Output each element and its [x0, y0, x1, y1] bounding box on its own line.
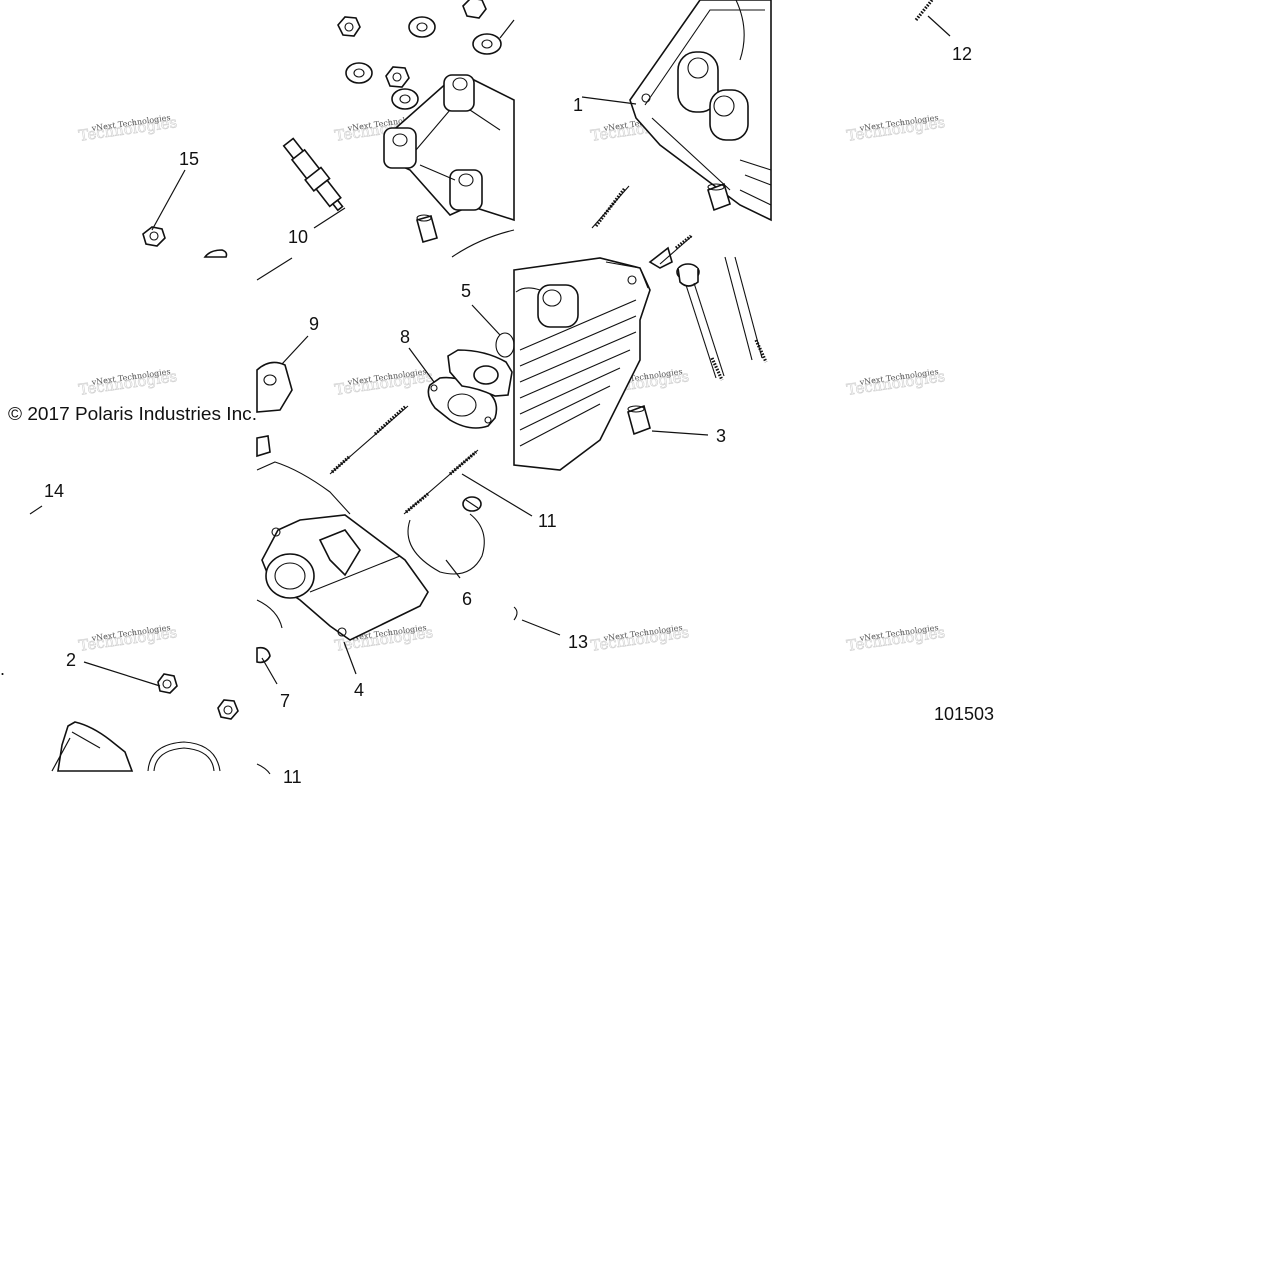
bolt-icon: [676, 263, 725, 381]
stud-icon: [403, 449, 479, 515]
cylinder-head-icon: [513, 257, 651, 471]
figure-number: 101503: [934, 704, 994, 724]
valve-cover-icon: [629, 0, 772, 222]
leader-lines: [51, 15, 951, 772]
nut-icon: [462, 0, 487, 19]
intake-manifold-icon: [261, 514, 429, 641]
nut-icon: [337, 16, 361, 37]
nut-icon: [142, 226, 166, 247]
callout-8: 8: [400, 327, 410, 347]
spark-plug-icon: [282, 137, 344, 212]
callout-6: 6: [462, 589, 472, 609]
washer-icon: [472, 33, 502, 55]
thermostat-housing-icon: [256, 361, 293, 413]
line-fragment: [256, 763, 271, 775]
nut-icon: [385, 66, 410, 88]
callout-9: 9: [309, 314, 319, 334]
washer-icon: [408, 16, 436, 38]
washer-icon: [203, 249, 228, 258]
washer-icon: [256, 646, 271, 664]
o-ring-icon: [495, 332, 515, 358]
dowel-pin-icon: [416, 214, 438, 243]
nut-icon: [217, 699, 239, 720]
gasket-edge: [451, 229, 515, 258]
bolt-icon: [914, 0, 934, 21]
copyright-notice: © 2017 Polaris Industries Inc.: [8, 404, 257, 424]
stud-icon: [329, 404, 409, 475]
callout-5: 5: [461, 281, 471, 301]
callout-11: 11: [538, 511, 557, 531]
callout-15: 15: [179, 149, 199, 169]
line-fragment: [256, 257, 293, 281]
edge-fragment: .: [0, 659, 5, 679]
dowel-pin-icon: [256, 435, 271, 458]
stud-icon: [591, 185, 630, 229]
callout-7: 7: [280, 691, 290, 711]
callout-12: 12: [952, 44, 972, 64]
callout-10: 10: [288, 227, 308, 247]
washer-icon: [391, 88, 419, 110]
washer-icon: [345, 62, 373, 84]
rocker-support-icon: [383, 74, 515, 222]
thermostat-cover-icon: [57, 721, 134, 772]
o-ring-icon: [147, 741, 221, 772]
exhaust-flange-icon: [447, 349, 513, 397]
o-ring-icon: [256, 599, 283, 629]
bolt-icon: [724, 256, 768, 363]
gasket-edge: [256, 461, 351, 515]
callout-11-partial: 11: [283, 767, 302, 787]
callout-2: 2: [66, 650, 76, 670]
callout-4: 4: [354, 680, 364, 700]
callouts: 1 2 3 4 5 6 7 8 9 10 11 11 12 13 14 15: [44, 44, 972, 787]
bolt-icon: [648, 234, 693, 269]
bolt-icon: [462, 496, 482, 512]
callout-14: 14: [44, 481, 64, 501]
line-fragment: [29, 505, 43, 515]
nut-icon: [157, 673, 178, 694]
dowel-pin-icon: [627, 404, 651, 436]
line-fragment: [513, 606, 518, 621]
o-ring-icon: [407, 513, 485, 575]
dowel-pin-icon: [707, 182, 731, 212]
callout-13: 13: [568, 632, 588, 652]
callout-1: 1: [573, 95, 583, 115]
callout-3: 3: [716, 426, 726, 446]
